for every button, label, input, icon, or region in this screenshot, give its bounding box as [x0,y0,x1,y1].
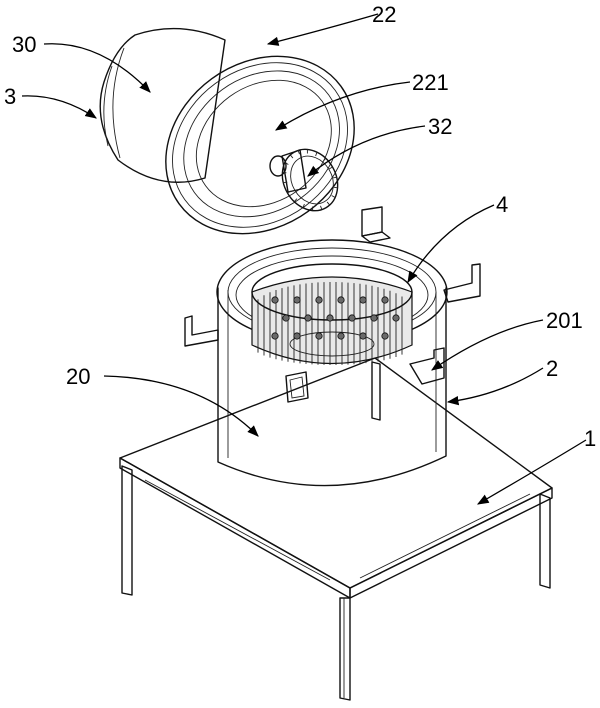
handle-lugs [184,206,481,403]
callout-2: 2 [546,356,558,381]
callout-22: 22 [372,2,396,27]
center-knob [269,148,339,212]
callout-201: 201 [546,308,583,333]
callout-221: 221 [412,70,449,95]
callout-20: 20 [66,364,90,389]
motor-housing [99,27,226,183]
callout-30: 30 [12,32,36,57]
callout-1: 1 [584,426,596,451]
leader-lines [21,13,587,505]
callout-labels: 30 3 22 221 32 4 201 2 20 1 [4,2,596,451]
callout-4: 4 [496,192,508,217]
callout-32: 32 [428,114,452,139]
lid-assembly [165,55,355,235]
stand-frame [119,357,553,701]
callout-3: 3 [4,84,16,109]
filter-basket [251,263,413,365]
